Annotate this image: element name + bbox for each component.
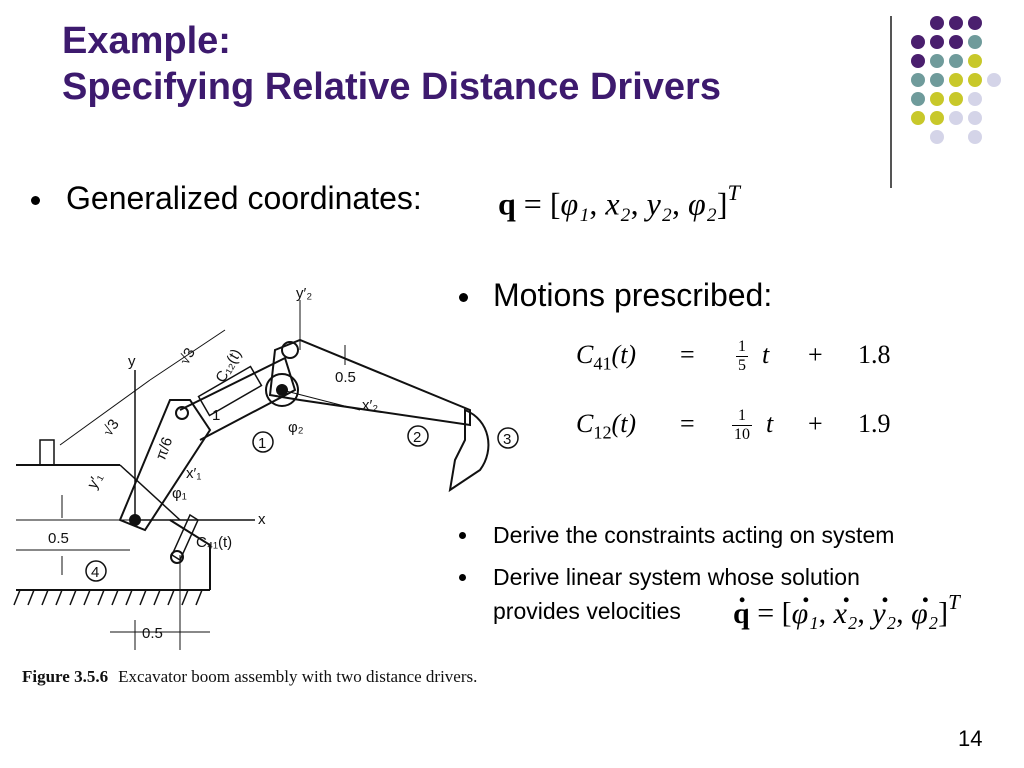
cylinder-pin [175, 406, 189, 420]
body-4-frame [169, 519, 211, 590]
decorative-dot [911, 35, 925, 49]
label-body-3: 3 [503, 431, 511, 448]
decorative-dot [930, 130, 944, 144]
label-body-4: 4 [91, 564, 99, 581]
q-vector: q [498, 185, 516, 222]
label-y: y [128, 353, 136, 370]
label-05-bottom: 0.5 [142, 625, 163, 642]
decorative-dot [949, 73, 963, 87]
ground-slope [119, 464, 181, 521]
sub-bullet-linear-system: Derive linear system whose solution [493, 564, 860, 590]
sub-bullet-constraints: Derive the constraints acting on system [493, 522, 895, 548]
bullet-dot [459, 293, 468, 302]
c41-pin [170, 550, 184, 564]
body-3-marker [497, 427, 519, 449]
decorative-dot [930, 92, 944, 106]
label-y1p: y′₁ [84, 470, 106, 492]
cylinder-c12 [197, 365, 263, 417]
cylinder-c41 [171, 513, 199, 562]
label-c41: C₄₁(t) [196, 534, 232, 551]
excavator-figure: y′₂ y √3 C₁₂(t) 1 0.5 x′₂ √3 π/6 φ₂ 1 2 … [13, 285, 519, 650]
post [39, 439, 55, 466]
title-divider-line [890, 16, 892, 188]
decorative-dot [930, 111, 944, 125]
decorative-dot [930, 35, 944, 49]
label-phi1: φ₁ [172, 485, 187, 502]
ground-hatch [13, 589, 203, 606]
figure-caption: Figure 3.5.6 Excavator boom assembly with… [22, 666, 492, 687]
title-line-2: Specifying Relative Distance Drivers [62, 66, 721, 108]
coord-phi2: φ₂ [687, 185, 717, 222]
body-1-marker [252, 431, 274, 453]
transpose-mark: T [727, 180, 740, 205]
body-3-bucket [448, 408, 490, 493]
label-x2p: x′₂ [362, 397, 378, 414]
equals-sign: = [523, 185, 542, 222]
bullet-dot [459, 532, 466, 539]
figure-number: Figure 3.5.6 [22, 667, 109, 686]
decorative-dot [968, 73, 982, 87]
label-sqrt3-top: √3 [176, 345, 199, 368]
title-line-1: Example: [62, 20, 231, 62]
decorative-dot-grid [911, 16, 1001, 144]
label-sqrt3-left: √3 [99, 416, 122, 439]
label-05-left: 0.5 [48, 530, 69, 547]
pivot-upper [281, 341, 299, 359]
coord-x2: x₂ [605, 185, 631, 222]
decorative-dot [930, 73, 944, 87]
generalized-coordinates-equation: q = [φ₁, x₂, y₂, φ₂]T [498, 180, 740, 222]
label-y2p: y′₂ [296, 285, 312, 302]
label-pi6: π/6 [152, 435, 176, 462]
generalized-coordinates-label: Generalized coordinates: [66, 180, 422, 216]
decorative-dot [911, 111, 925, 125]
x2-axis [281, 389, 361, 411]
base-pivot [129, 514, 141, 526]
coord-phi1: φ₁ [560, 185, 590, 222]
bullet-dot [459, 574, 466, 581]
decorative-dot [968, 54, 982, 68]
label-x: x [258, 511, 266, 528]
motions-prescribed-label: Motions prescribed: [493, 277, 773, 313]
velocity-equation: q = [φ₁, x₂, y₂, φ₂]T [733, 590, 960, 631]
bullet-dot [31, 196, 40, 205]
label-body-2: 2 [413, 429, 421, 446]
body-2-marker [407, 425, 429, 447]
decorative-dot [968, 130, 982, 144]
decorative-dot [949, 16, 963, 30]
decorative-dot [949, 35, 963, 49]
decorative-dot [949, 54, 963, 68]
decorative-dot [968, 92, 982, 106]
decorative-dot [911, 54, 925, 68]
sub-bullet-velocities-text: provides velocities [493, 598, 681, 624]
page-number: 14 [958, 726, 983, 751]
label-phi2: φ₂ [288, 419, 304, 436]
decorative-dot [911, 73, 925, 87]
label-body-1: 1 [258, 435, 266, 452]
decorative-dot [968, 16, 982, 30]
dim-sqrt3-top [149, 329, 226, 381]
decorative-dot [949, 92, 963, 106]
figure-caption-text: Excavator boom assembly with two distanc… [118, 667, 478, 686]
label-x1p: x′₁ [186, 465, 201, 482]
decorative-dot [930, 54, 944, 68]
body-4-marker [85, 560, 107, 582]
label-length-1: 1 [212, 407, 220, 424]
body-1-boom [118, 399, 212, 532]
decorative-dot [949, 111, 963, 125]
body-1-upper [179, 356, 297, 441]
dim-sqrt3-left [59, 379, 151, 446]
slide-title: Example: Specifying Relative Distance Dr… [62, 18, 721, 110]
q-dot-vector: q [733, 597, 750, 631]
decorative-dot [968, 111, 982, 125]
label-05-right: 0.5 [335, 369, 356, 386]
decorative-dot [987, 73, 1001, 87]
decorative-dot [911, 92, 925, 106]
decorative-dot [968, 35, 982, 49]
boom-joint [265, 373, 299, 407]
decorative-dot [930, 16, 944, 30]
coord-y2: y₂ [646, 185, 672, 222]
